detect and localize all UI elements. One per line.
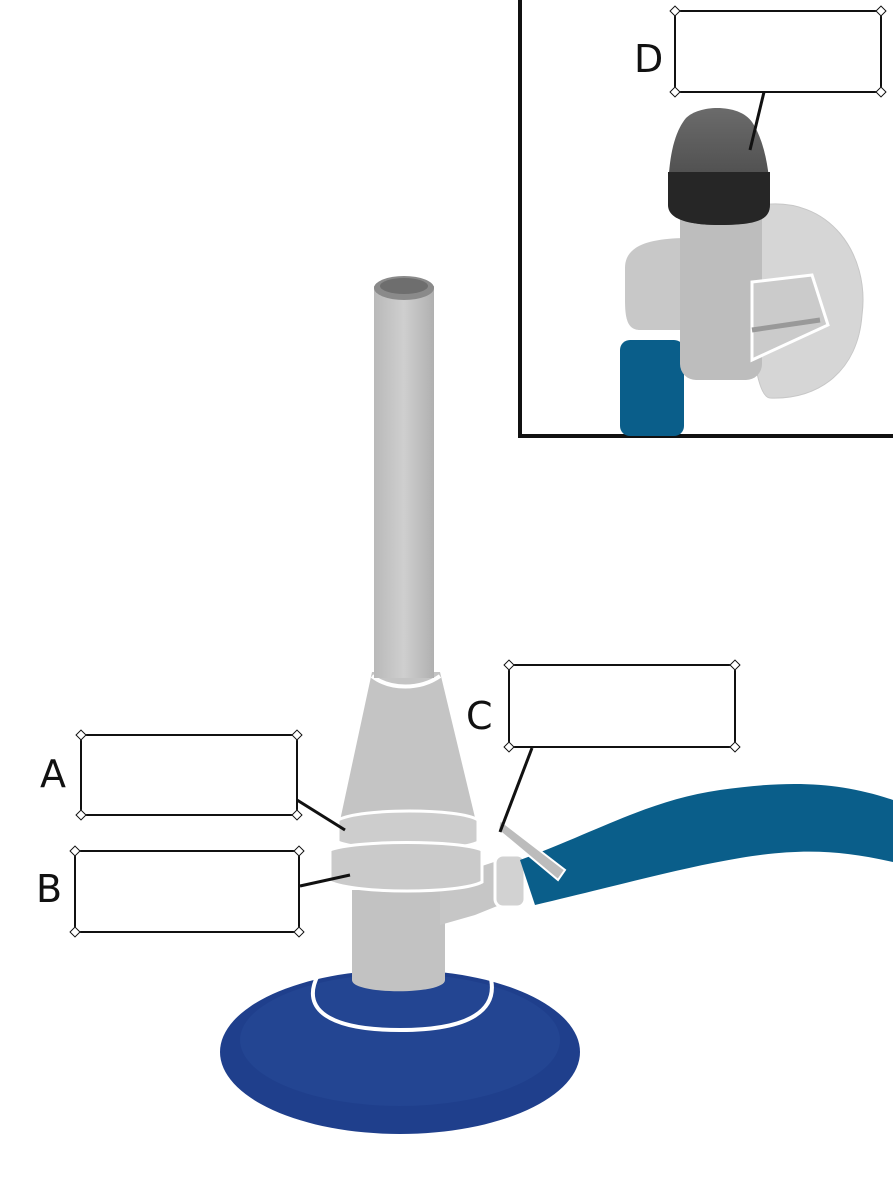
label-letter-d: D	[634, 37, 664, 81]
leader-line-b	[299, 873, 351, 888]
burner-lower-body	[352, 890, 445, 992]
leader-line-c	[498, 747, 534, 833]
gas-hose	[520, 784, 893, 905]
label-box-c[interactable]	[503, 659, 741, 753]
inset-hose	[620, 340, 684, 436]
leader-line-a	[296, 798, 346, 832]
leader-line-d	[748, 91, 766, 151]
label-letter-a: A	[40, 752, 66, 796]
needle-valve-lever	[496, 818, 567, 882]
burner-base	[220, 970, 580, 1134]
label-letter-b: B	[36, 867, 63, 911]
burner-barrel	[374, 276, 434, 678]
label-letter-c: C	[466, 694, 493, 738]
inset-panel	[518, 0, 893, 438]
label-box-b[interactable]	[69, 845, 305, 938]
air-collar-lower	[328, 841, 484, 893]
burner-cone	[338, 672, 478, 830]
label-box-a[interactable]	[75, 729, 303, 821]
gas-tap	[625, 200, 864, 399]
gas-tap-knob	[668, 107, 770, 225]
label-box-d[interactable]	[669, 5, 887, 98]
